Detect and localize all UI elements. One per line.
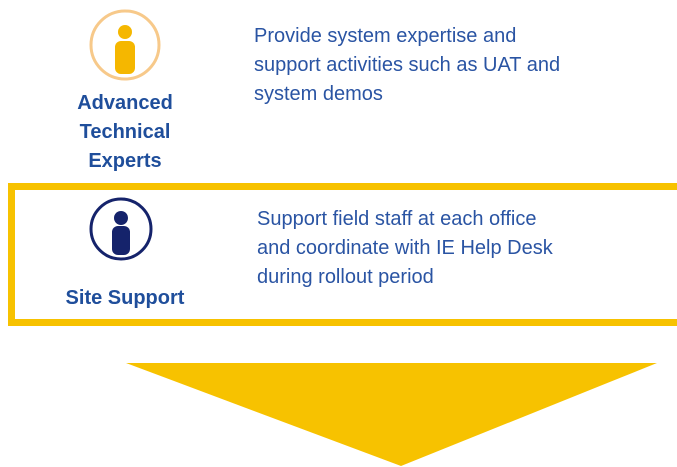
person-icon (89, 9, 161, 81)
role-label-site-support: Site Support (65, 287, 185, 309)
highlight-box (8, 183, 677, 326)
role-label-advanced-technical-experts: Advanced Technical Experts (77, 92, 173, 172)
person-icon (89, 197, 153, 261)
role-description-advanced-technical-experts: Provide system expertise and support act… (254, 25, 561, 105)
role-description-site-support: Support field staff at each office and c… (257, 208, 553, 288)
